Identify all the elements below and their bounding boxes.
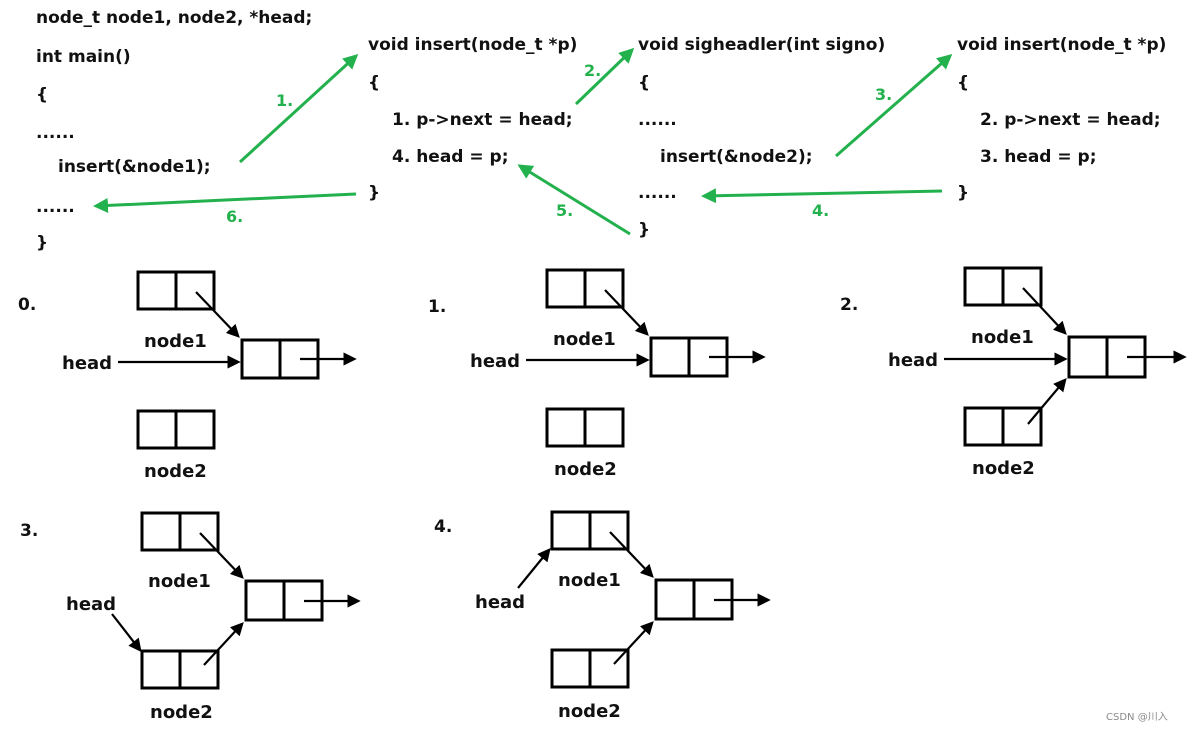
code-line: } <box>368 183 380 203</box>
next-pointer-arrow <box>609 531 654 578</box>
next-pointer-arrow <box>604 289 649 336</box>
flow-arrow-3 <box>835 54 953 158</box>
node2-label: node2 <box>554 459 617 480</box>
panel-step-1: 1. node1 head node2 <box>428 268 766 480</box>
code-line: 2. p->next = head; <box>980 110 1161 130</box>
code-line: insert(&node2); <box>660 147 813 167</box>
node2-box <box>140 649 220 690</box>
code-line: int main() <box>36 47 131 67</box>
node2-label: node2 <box>558 701 621 722</box>
next-pointer-arrow <box>199 532 244 579</box>
flow-arrow-1 <box>238 53 359 164</box>
code-signal-handler: void sigheadler(int signo) { ...... inse… <box>638 35 885 240</box>
node1-box <box>550 510 630 551</box>
flow-step-label: 1. <box>276 91 293 110</box>
code-line: { <box>638 73 650 93</box>
code-line: 3. head = p; <box>980 147 1097 167</box>
node2-box <box>963 406 1043 447</box>
node1-label: node1 <box>558 570 621 591</box>
node1-box <box>545 268 625 309</box>
next-pointer-arrow <box>1027 377 1067 425</box>
code-line: ...... <box>638 110 677 130</box>
node2-box <box>136 409 216 450</box>
head-pointer-arrow <box>517 547 551 589</box>
code-line: ...... <box>36 123 75 143</box>
code-line: { <box>957 73 969 93</box>
flow-arrow-5 <box>517 164 631 236</box>
code-insert-first: void insert(node_t *p) { 1. p->next = he… <box>368 35 577 203</box>
panel-step-label: 2. <box>840 295 858 315</box>
node1-box <box>140 511 220 552</box>
panel-step-label: 0. <box>18 295 36 315</box>
code-line: { <box>368 73 380 93</box>
flow-arrow-6 <box>93 192 357 213</box>
code-line: ...... <box>36 197 75 217</box>
next-pointer-arrow <box>1022 287 1067 335</box>
flow-arrow-2 <box>574 47 635 106</box>
node2-label: node2 <box>972 458 1035 479</box>
panel-step-label: 1. <box>428 297 446 317</box>
code-line: void insert(node_t *p) <box>957 35 1166 55</box>
code-line: ...... <box>638 183 677 203</box>
node1-label: node1 <box>144 331 207 352</box>
code-line: void sigheadler(int signo) <box>638 35 885 55</box>
node1-box <box>963 266 1043 307</box>
head-label: head <box>66 594 116 615</box>
panel-step-label: 3. <box>20 521 38 541</box>
code-line: node_t node1, node2, *head; <box>36 8 312 28</box>
next-pointer-arrow <box>195 291 240 338</box>
flow-arrows: 1. 2. 3. 4. 5. 6. <box>93 47 953 236</box>
code-line: 4. head = p; <box>392 147 509 167</box>
node1-label: node1 <box>971 327 1034 348</box>
panel-step-0: 0. node1 head node2 <box>18 270 357 482</box>
node1-label: node1 <box>553 329 616 350</box>
code-line: } <box>36 233 48 253</box>
code-line: void insert(node_t *p) <box>368 35 577 55</box>
node2-label: node2 <box>150 702 213 723</box>
head-label: head <box>475 592 525 613</box>
node1-box <box>136 270 216 311</box>
flow-step-label: 3. <box>875 85 892 104</box>
panel-step-4: 4. node1 head node2 <box>434 510 771 722</box>
next-pointer-arrow <box>613 621 654 665</box>
code-line: } <box>638 220 650 240</box>
watermark: CSDN @川入 <box>1106 712 1168 723</box>
code-main: node_t node1, node2, *head; int main() {… <box>36 8 312 253</box>
code-line: } <box>957 183 969 203</box>
node2-box <box>550 648 630 689</box>
code-line: { <box>36 85 48 105</box>
panel-step-2: 2. node1 head node2 <box>840 266 1187 479</box>
node1-label: node1 <box>148 571 211 592</box>
node2-box <box>545 407 625 448</box>
code-line: insert(&node1); <box>58 157 211 177</box>
head-label: head <box>470 351 520 372</box>
flow-step-label: 5. <box>556 201 573 220</box>
flow-step-label: 4. <box>812 201 829 220</box>
code-insert-second: void insert(node_t *p) { 2. p->next = he… <box>957 35 1166 203</box>
code-line: 1. p->next = head; <box>392 110 573 130</box>
flow-step-label: 6. <box>226 207 243 226</box>
panel-step-3: 3. node1 head node2 <box>20 511 361 723</box>
flow-arrow-4 <box>701 188 943 204</box>
node2-label: node2 <box>144 461 207 482</box>
flow-step-label: 2. <box>584 61 601 80</box>
head-label: head <box>62 353 112 374</box>
panel-step-label: 4. <box>434 517 452 537</box>
next-pointer-arrow <box>203 622 244 666</box>
head-pointer-arrow <box>111 613 142 653</box>
head-label: head <box>888 350 938 371</box>
